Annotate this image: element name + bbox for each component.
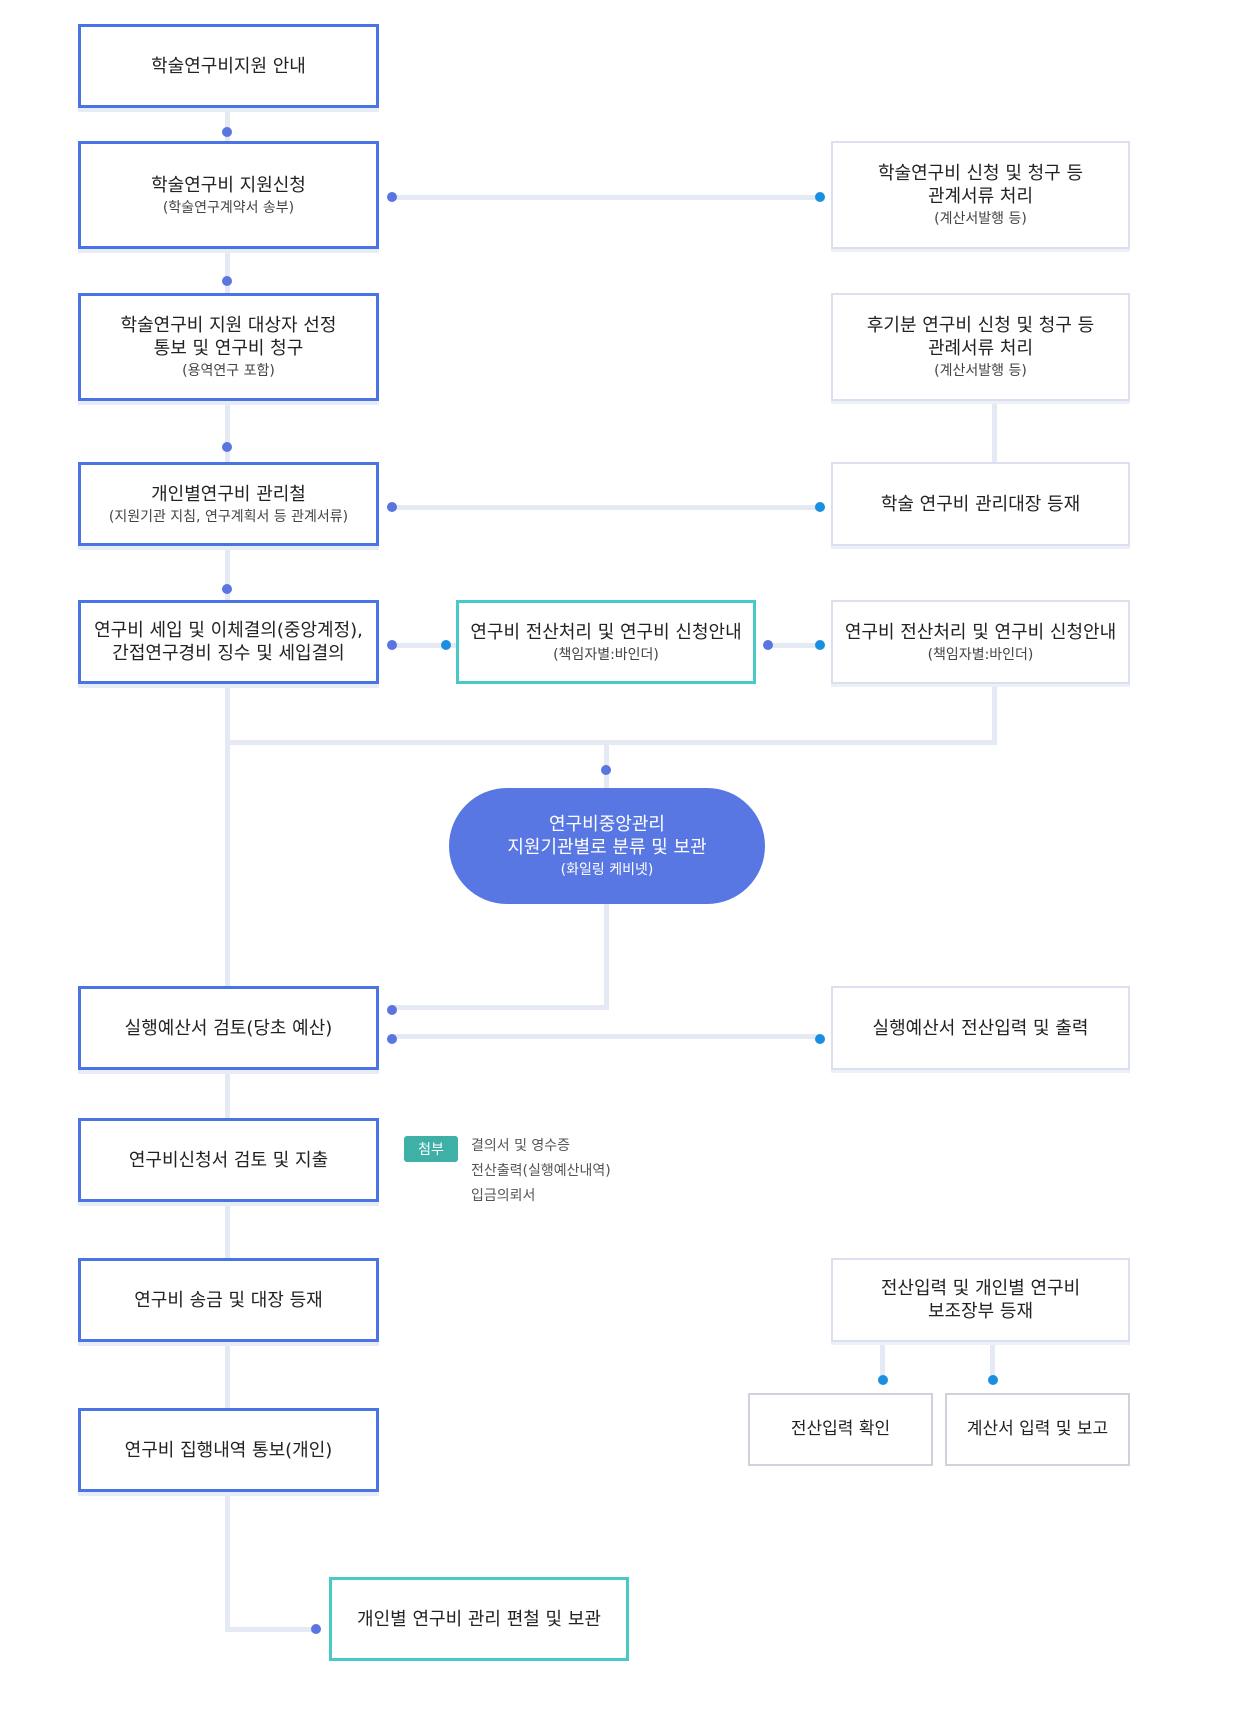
- box-budget-review: 실행예산서 검토(당초 예산): [78, 986, 379, 1070]
- connector: [391, 505, 821, 510]
- box-subtitle: (용역연구 포함): [182, 363, 275, 379]
- connector-dot: [387, 1005, 397, 1015]
- connector-dot: [222, 127, 232, 137]
- box-title: 후기분 연구비 신청 및 청구 등 관례서류 처리: [866, 315, 1095, 359]
- box-title: 연구비 전산처리 및 연구비 신청안내: [844, 621, 1117, 643]
- box-filing-storage: 개인별 연구비 관리 편철 및 보관: [329, 1577, 629, 1661]
- box-title: 전산입력 확인: [790, 1419, 891, 1439]
- box-title: 실행예산서 검토(당초 예산): [124, 1017, 333, 1039]
- connector: [990, 1340, 995, 1380]
- box-title: 연구비 송금 및 대장 등재: [134, 1289, 323, 1311]
- connector: [391, 195, 821, 200]
- connector: [391, 1034, 821, 1039]
- box-computer-processing-center: 연구비 전산처리 및 연구비 신청안내 (책임자별:바인더): [456, 600, 756, 684]
- connector-dot: [387, 640, 397, 650]
- box-subtitle: (지원기관 지침, 연구계획서 등 관계서류): [108, 508, 349, 525]
- box-revenue-transfer: 연구비 세입 및 이체결의(중앙계정), 간접연구경비 징수 및 세입결의: [78, 600, 379, 684]
- box-ledger-registration: 학술 연구비 관리대장 등재: [831, 462, 1130, 546]
- connector: [992, 400, 997, 468]
- connector: [391, 1005, 609, 1010]
- connector: [225, 1627, 318, 1632]
- connector-dot: [222, 584, 232, 594]
- box-subtitle: (책임자별:바인더): [553, 646, 659, 663]
- connector-dot: [387, 502, 397, 512]
- connector-dot: [222, 442, 232, 452]
- box-support-application: 학술연구비 지원신청 (학술연구계약서 송부): [78, 141, 379, 249]
- box-title: 학술연구비 신청 및 청구 등 관계서류 처리: [877, 163, 1084, 207]
- box-subtitle: (학술연구계약서 송부): [162, 199, 295, 216]
- box-title: 개인별연구비 관리철: [151, 483, 306, 505]
- box-title: 전산입력 및 개인별 연구비 보조장부 등재: [880, 1278, 1081, 1322]
- box-subtitle: (계산서발행 등): [934, 363, 1027, 379]
- connector: [391, 643, 456, 648]
- connector-dot: [815, 192, 825, 202]
- box-subtitle: (계산서발행 등): [934, 211, 1027, 227]
- box-budget-input: 실행예산서 전산입력 및 출력: [831, 986, 1130, 1070]
- connector-dot: [601, 765, 611, 775]
- box-second-half-claim: 후기분 연구비 신청 및 청구 등 관례서류 처리 (계산서발행 등): [831, 293, 1130, 401]
- box-input-check: 전산입력 확인: [748, 1393, 933, 1466]
- box-title: 연구비 전산처리 및 연구비 신청안내: [470, 621, 742, 643]
- connector: [992, 685, 997, 745]
- connector-dot: [815, 1034, 825, 1044]
- box-remittance: 연구비 송금 및 대장 등재: [78, 1258, 379, 1342]
- pill-subtitle: (화일링 케비넷): [560, 862, 654, 878]
- box-title: 학술연구비지원 안내: [151, 55, 306, 77]
- box-claim-documents: 학술연구비 신청 및 청구 등 관계서류 처리 (계산서발행 등): [831, 141, 1130, 249]
- pill-title: 연구비중앙관리 지원기관별로 분류 및 보관: [507, 814, 707, 858]
- connector-dot: [763, 640, 773, 650]
- box-title: 개인별 연구비 관리 편철 및 보관: [357, 1608, 601, 1630]
- box-execution-notice: 연구비 집행내역 통보(개인): [78, 1408, 379, 1492]
- box-selection-notice: 학술연구비 지원 대상자 선정 통보 및 연구비 청구 (용역연구 포함): [78, 293, 379, 401]
- box-title: 학술연구비 지원신청: [151, 174, 306, 196]
- box-individual-file: 개인별연구비 관리철 (지원기관 지침, 연구계획서 등 관계서류): [78, 462, 379, 546]
- box-title: 학술연구비 지원 대상자 선정 통보 및 연구비 청구: [120, 315, 337, 359]
- connector: [768, 643, 821, 648]
- box-title: 연구비 집행내역 통보(개인): [124, 1439, 333, 1461]
- connector-dot: [441, 640, 451, 650]
- box-computer-processing-right: 연구비 전산처리 및 연구비 신청안내 (책임자별:바인더): [831, 600, 1130, 684]
- connector-dot: [988, 1375, 998, 1385]
- box-support-guide: 학술연구비지원 안내: [78, 24, 379, 108]
- connector-dot: [878, 1375, 888, 1385]
- connector-dot: [222, 276, 232, 286]
- connector: [225, 740, 997, 745]
- box-subtitle: (책임자별:바인더): [927, 646, 1034, 663]
- connector: [225, 106, 230, 1632]
- connector-dot: [387, 192, 397, 202]
- attachment-badge: 첨부: [404, 1136, 458, 1162]
- box-title: 계산서 입력 및 보고: [966, 1419, 1109, 1439]
- attachment-list: 결의서 및 영수증 전산출력(실행예산내역) 입금의뢰서: [471, 1134, 611, 1209]
- box-title: 연구비신청서 검토 및 지출: [128, 1149, 329, 1171]
- connector-dot: [815, 640, 825, 650]
- connector-dot: [387, 1034, 397, 1044]
- box-title: 실행예산서 전산입력 및 출력: [872, 1017, 1089, 1039]
- attachment-item: 전산출력(실행예산내역): [471, 1163, 611, 1179]
- connector-dot: [815, 502, 825, 512]
- box-sub-ledger: 전산입력 및 개인별 연구비 보조장부 등재: [831, 1258, 1130, 1342]
- box-expense-review: 연구비신청서 검토 및 지출: [78, 1118, 379, 1202]
- connector-dot: [311, 1624, 321, 1634]
- attachment-item: 결의서 및 영수증: [471, 1138, 571, 1154]
- attachment-item: 입금의뢰서: [471, 1188, 536, 1204]
- central-management-pill: 연구비중앙관리 지원기관별로 분류 및 보관 (화일링 케비넷): [449, 788, 765, 904]
- box-invoice-report: 계산서 입력 및 보고: [945, 1393, 1130, 1466]
- box-title: 연구비 세입 및 이체결의(중앙계정), 간접연구경비 징수 및 세입결의: [94, 620, 363, 664]
- box-title: 학술 연구비 관리대장 등재: [880, 493, 1081, 515]
- connector: [880, 1340, 885, 1380]
